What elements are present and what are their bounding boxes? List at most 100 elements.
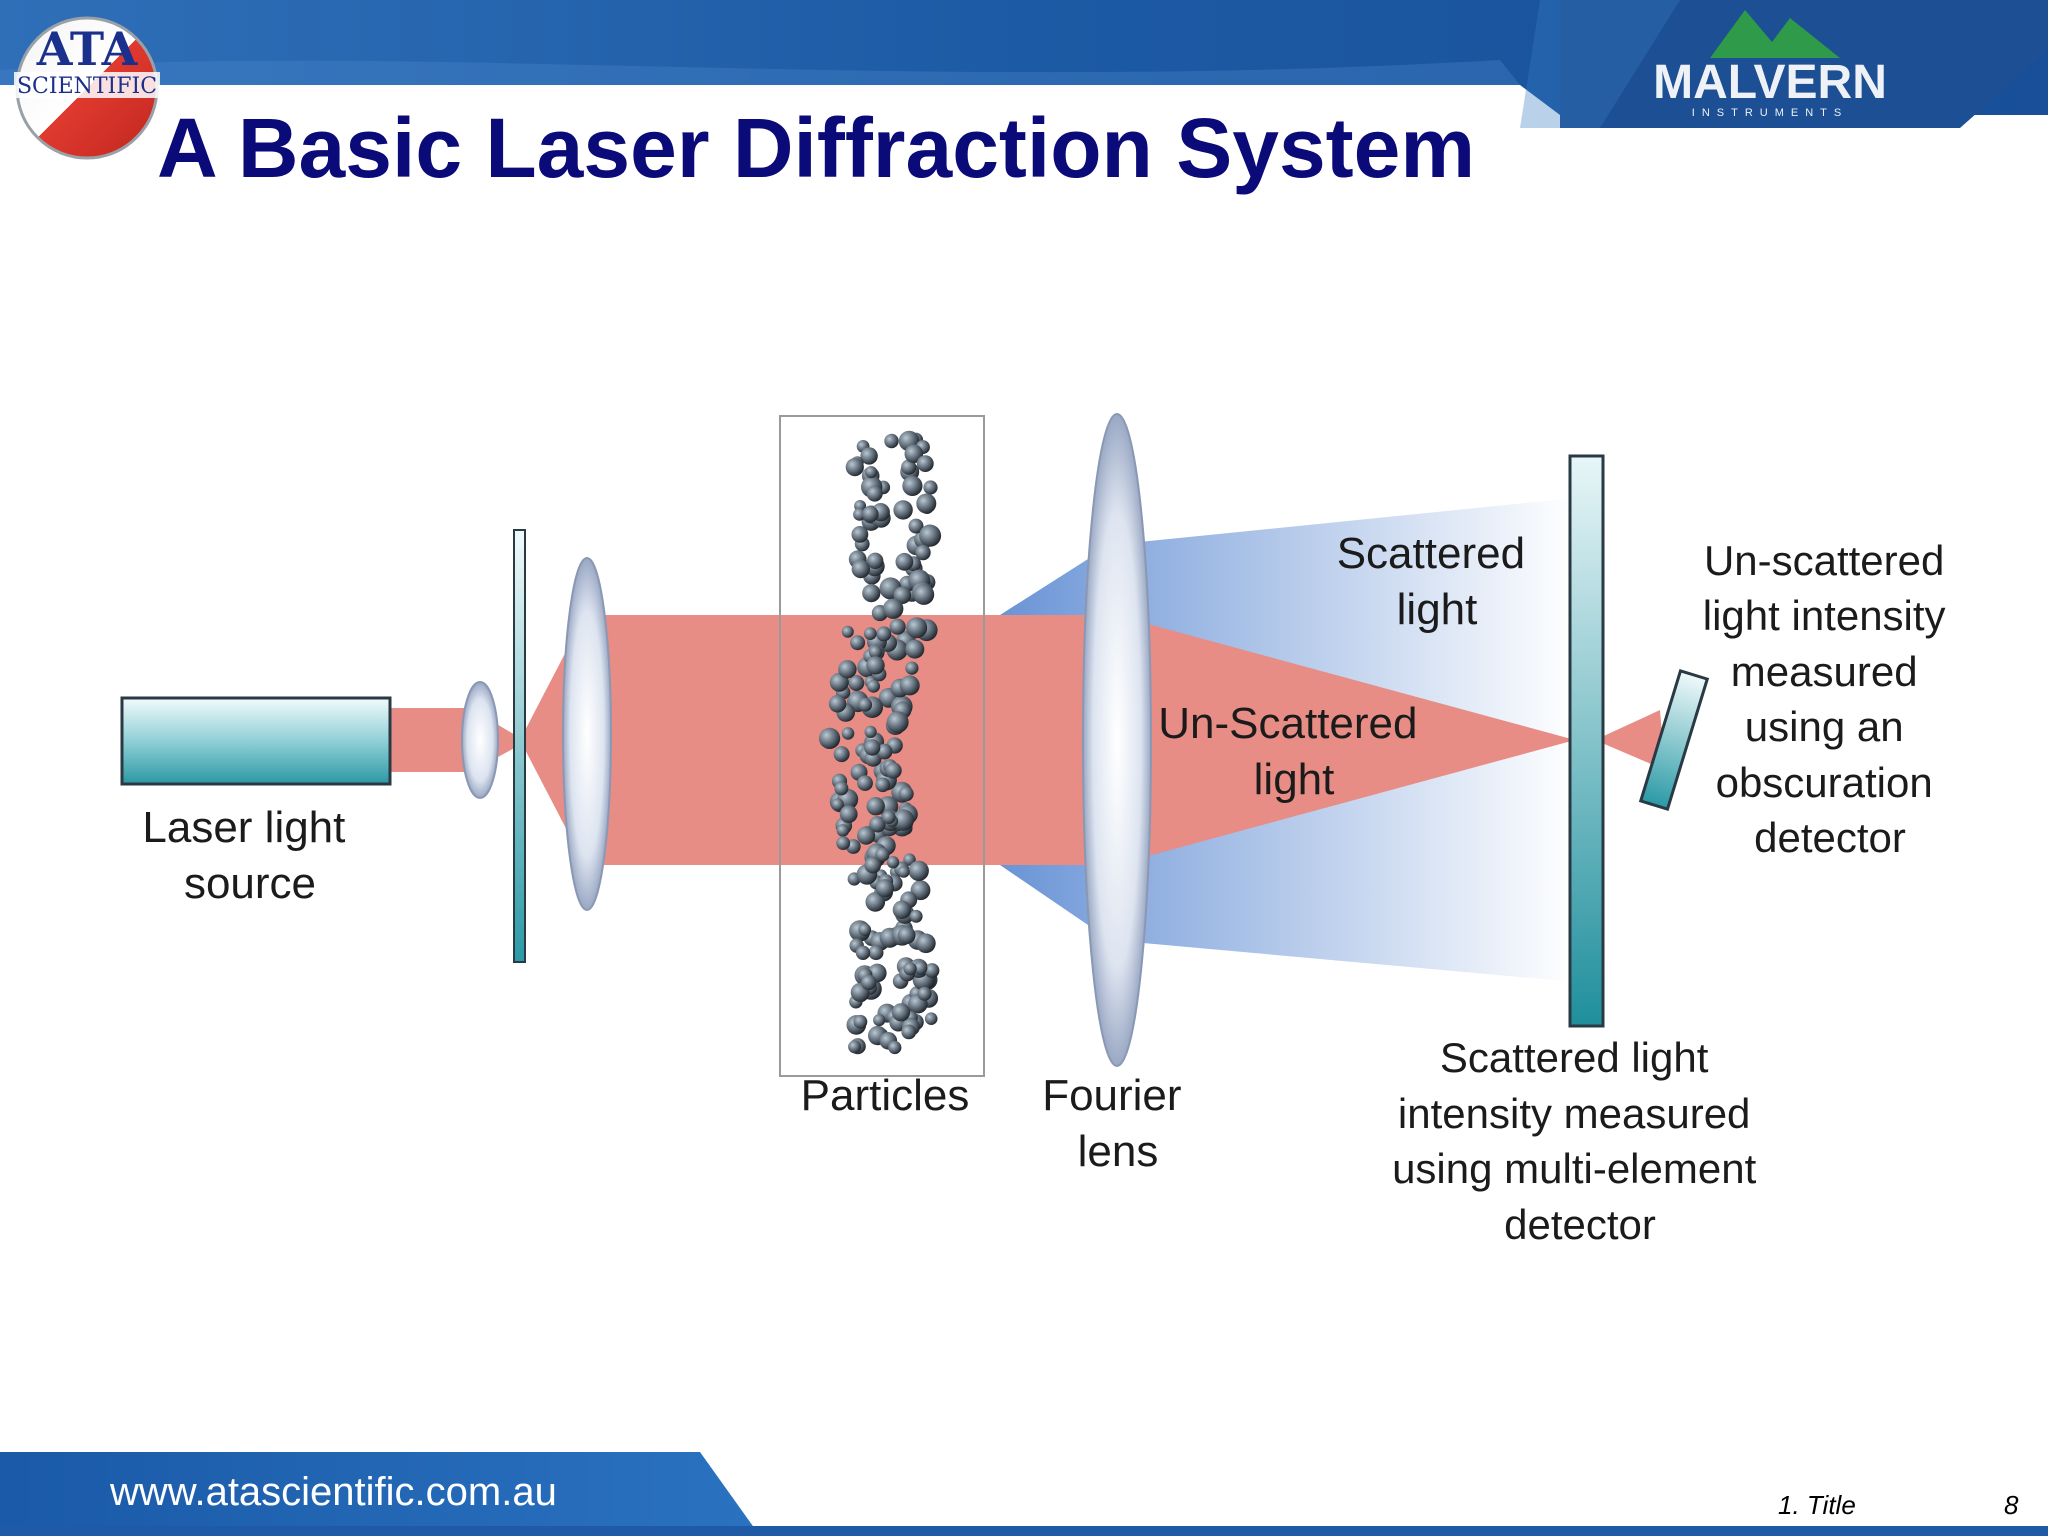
- obscuration-detector-label: Un-scattered light intensity measured us…: [1703, 537, 1957, 861]
- particle: [855, 945, 871, 960]
- unscattered-light-cone: [1115, 615, 1575, 865]
- particle: [924, 1012, 938, 1025]
- particle: [886, 856, 900, 869]
- particle: [906, 617, 928, 639]
- particle: [876, 743, 893, 760]
- particle: [862, 584, 881, 603]
- fourier-lens-label: Fourier lens: [1042, 1071, 1194, 1176]
- particle: [866, 656, 885, 675]
- particle: [865, 466, 878, 479]
- particle: [923, 480, 938, 495]
- particle: [858, 923, 872, 936]
- particle: [834, 781, 849, 796]
- particle: [831, 798, 844, 811]
- particle: [851, 526, 869, 543]
- particle: [897, 926, 916, 945]
- particle: [838, 660, 857, 679]
- footer-section-label: 1. Title: [1778, 1490, 1856, 1520]
- particle: [889, 618, 906, 635]
- laser-source-body: [120, 696, 392, 786]
- particle: [883, 598, 904, 619]
- particle: [915, 544, 931, 561]
- particle: [845, 458, 864, 477]
- particle: [867, 679, 880, 693]
- particle: [869, 816, 886, 833]
- multi-element-detector: [1568, 454, 1605, 1028]
- ata-scientific-logo: ATA SCIENTIFIC: [14, 16, 160, 160]
- particle: [916, 455, 934, 472]
- particle: [862, 505, 879, 523]
- laser-source-label: Laser light source: [142, 803, 357, 908]
- particle: [901, 459, 917, 475]
- footer-website-link[interactable]: www.atascientific.com.au: [110, 1470, 557, 1514]
- particle: [916, 493, 937, 514]
- particle: [864, 856, 882, 874]
- particle: [853, 508, 866, 521]
- header-band: [0, 0, 2048, 128]
- ata-logo-text: ATA: [36, 22, 139, 76]
- scattered-light-label: Scattered light: [1337, 529, 1538, 634]
- particle: [848, 1040, 862, 1054]
- particles-label: Particles: [801, 1071, 970, 1120]
- particle: [866, 797, 885, 816]
- slide-title: A Basic Laser Diffraction System: [157, 101, 1476, 195]
- particle: [909, 909, 923, 923]
- particle: [857, 775, 873, 791]
- particle: [868, 945, 884, 961]
- unscattered-beam-to-obscuration: [1595, 710, 1665, 770]
- particle: [916, 933, 936, 954]
- particle: [841, 727, 855, 740]
- ata-logo-subtext: SCIENTIFIC: [17, 74, 157, 99]
- fourier-lens: [1082, 413, 1152, 1067]
- particle: [873, 1014, 886, 1027]
- particle: [875, 777, 890, 793]
- particle: [863, 627, 877, 640]
- particle: [895, 552, 914, 571]
- particle: [897, 865, 910, 878]
- particle: [864, 725, 877, 739]
- particle: [892, 900, 912, 919]
- particle: [902, 475, 923, 496]
- particle: [919, 524, 942, 547]
- page-number: 8: [2004, 1490, 2019, 1520]
- particle: [913, 584, 935, 605]
- small-lens: [461, 681, 499, 799]
- particle: [905, 661, 919, 675]
- particle: [888, 1040, 902, 1055]
- particle: [861, 974, 877, 991]
- malvern-logo: MALVERN INSTRUMENTS: [1653, 10, 1887, 119]
- particle: [864, 739, 881, 756]
- particle-cell: [779, 415, 985, 1077]
- particle: [917, 986, 932, 1001]
- malvern-logo-subtext: INSTRUMENTS: [1692, 107, 1848, 119]
- particle: [924, 963, 940, 978]
- particle: [908, 860, 929, 881]
- particle: [908, 518, 924, 534]
- multi-element-detector-label: Scattered light intensity measured using…: [1392, 1034, 1768, 1248]
- particle: [836, 836, 851, 850]
- particle: [860, 447, 878, 465]
- particle: [901, 1024, 917, 1040]
- particle: [905, 639, 925, 659]
- particle: [828, 695, 847, 713]
- laser-diffraction-diagram: Laser light source Particles Fourier len…: [120, 413, 1957, 1248]
- particle: [836, 824, 850, 837]
- particle: [875, 879, 895, 898]
- malvern-logo-text: MALVERN: [1653, 56, 1887, 109]
- particle: [851, 559, 870, 579]
- particle: [904, 444, 924, 464]
- particle: [913, 960, 928, 975]
- particle: [885, 762, 902, 779]
- obscuration-detector: [1638, 669, 1710, 811]
- particle: [858, 697, 873, 712]
- particle: [875, 847, 890, 862]
- particle-cloud: [819, 430, 942, 1055]
- particle: [891, 1003, 911, 1022]
- particle: [898, 786, 914, 802]
- particle: [850, 635, 866, 651]
- particle: [886, 711, 909, 733]
- unscattered-light-label: Un-Scattered light: [1158, 699, 1429, 804]
- particle: [857, 826, 876, 845]
- particle: [839, 805, 858, 823]
